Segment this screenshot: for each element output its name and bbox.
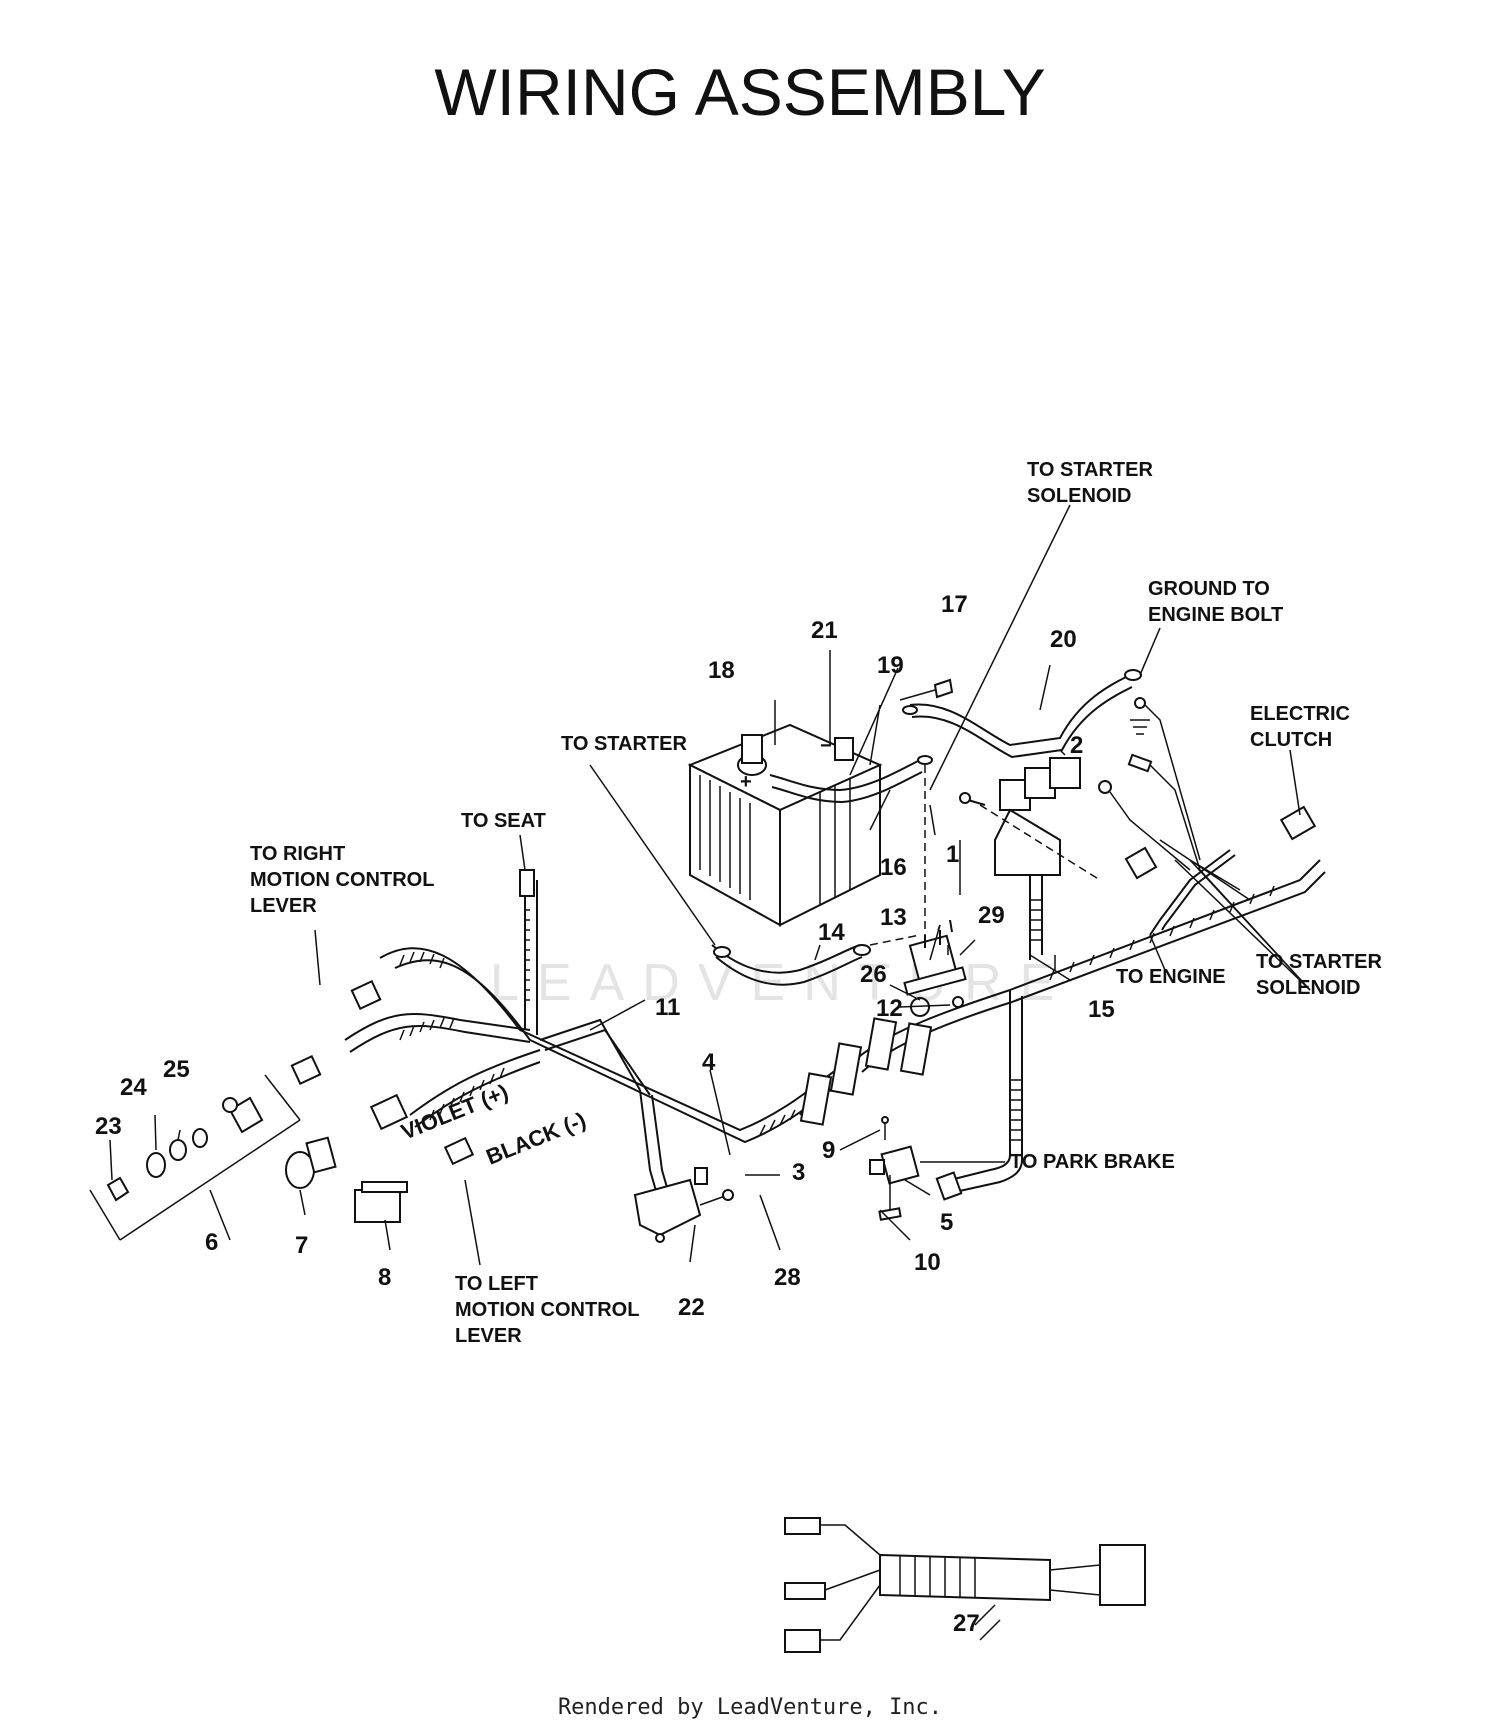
- callouts: 1 2 3 4 5 6 7 8 9 10 11 12 13 14 15 16 1…: [95, 591, 1115, 1637]
- callout-1: 1: [946, 841, 959, 868]
- note-to-starter-solenoid-top-2: SOLENOID: [1027, 485, 1131, 507]
- footer-credit: Rendered by LeadVenture, Inc.: [558, 1695, 942, 1720]
- callout-27: 27: [953, 1610, 980, 1637]
- note-to-right-motion-control-lever-1: TO RIGHT: [250, 843, 345, 865]
- callout-28: 28: [774, 1264, 801, 1291]
- callout-18: 18: [708, 657, 735, 684]
- callout-26: 26: [860, 961, 887, 988]
- engine-wires: [1098, 697, 1251, 901]
- switch-8: [354, 1181, 408, 1223]
- callout-24: 24: [120, 1074, 147, 1101]
- note-to-starter-solenoid-right-2: SOLENOID: [1256, 977, 1360, 999]
- callout-20: 20: [1050, 626, 1077, 653]
- relay-block: [959, 757, 1101, 881]
- callout-29: 29: [978, 902, 1005, 929]
- note-ground-to-engine-bolt-1: GROUND TO: [1148, 578, 1270, 600]
- park-brake-switch: [869, 1116, 920, 1221]
- callout-6: 6: [205, 1229, 218, 1256]
- note-to-starter-solenoid-top-1: TO STARTER: [1027, 459, 1153, 481]
- note-to-left-motion-control-lever-2: MOTION CONTROL: [455, 1299, 639, 1321]
- note-electric-clutch-1: ELECTRIC: [1250, 703, 1350, 725]
- callout-9: 9: [822, 1137, 835, 1164]
- leader-lines: [109, 504, 1311, 1626]
- battery-cables: [711, 669, 1142, 986]
- callout-13: 13: [880, 904, 907, 931]
- page-title: WIRING ASSEMBLY: [434, 55, 1045, 129]
- battery: + −: [687, 723, 883, 927]
- bracket-22: [633, 1167, 734, 1243]
- watermark: LEADVENTURE: [490, 954, 1072, 1012]
- callout-16: 16: [880, 854, 907, 881]
- callout-22: 22: [678, 1294, 705, 1321]
- callout-19: 19: [877, 652, 904, 679]
- callout-14: 14: [818, 919, 845, 946]
- harness-27: [784, 1517, 1146, 1653]
- note-to-left-motion-control-lever-1: TO LEFT: [455, 1273, 538, 1295]
- callout-5: 5: [940, 1209, 953, 1236]
- callout-8: 8: [378, 1264, 391, 1291]
- callout-25: 25: [163, 1056, 190, 1083]
- callout-23: 23: [95, 1113, 122, 1140]
- callout-7: 7: [295, 1232, 308, 1259]
- callout-2: 2: [1070, 732, 1083, 759]
- wire-label-black: BLACK (-): [483, 1107, 590, 1170]
- note-to-right-motion-control-lever-2: MOTION CONTROL: [250, 869, 434, 891]
- callout-17: 17: [941, 591, 968, 618]
- notes: TO STARTER SOLENOID GROUND TO ENGINE BOL…: [250, 459, 1382, 1347]
- svg-text:−: −: [820, 735, 832, 757]
- callout-11: 11: [655, 994, 680, 1021]
- note-to-left-motion-control-lever-3: LEVER: [455, 1325, 522, 1347]
- callout-21: 21: [811, 617, 838, 644]
- svg-text:+: +: [740, 771, 752, 793]
- note-electric-clutch-2: CLUTCH: [1250, 729, 1332, 751]
- callout-10: 10: [914, 1249, 941, 1276]
- note-to-starter-solenoid-right-1: TO STARTER: [1256, 951, 1382, 973]
- harness-connectors: [290, 805, 1317, 1201]
- hour-meter: [285, 1136, 337, 1189]
- note-ground-to-engine-bolt-2: ENGINE BOLT: [1148, 604, 1283, 626]
- note-to-starter: TO STARTER: [561, 733, 687, 755]
- note-to-right-motion-control-lever-3: LEVER: [250, 895, 317, 917]
- callout-12: 12: [876, 995, 903, 1022]
- note-to-park-brake: TO PARK BRAKE: [1010, 1151, 1175, 1173]
- callout-3: 3: [792, 1159, 805, 1186]
- callout-15: 15: [1088, 996, 1115, 1023]
- note-to-engine: TO ENGINE: [1116, 966, 1226, 988]
- callout-4: 4: [702, 1049, 716, 1076]
- note-to-seat: TO SEAT: [461, 810, 546, 832]
